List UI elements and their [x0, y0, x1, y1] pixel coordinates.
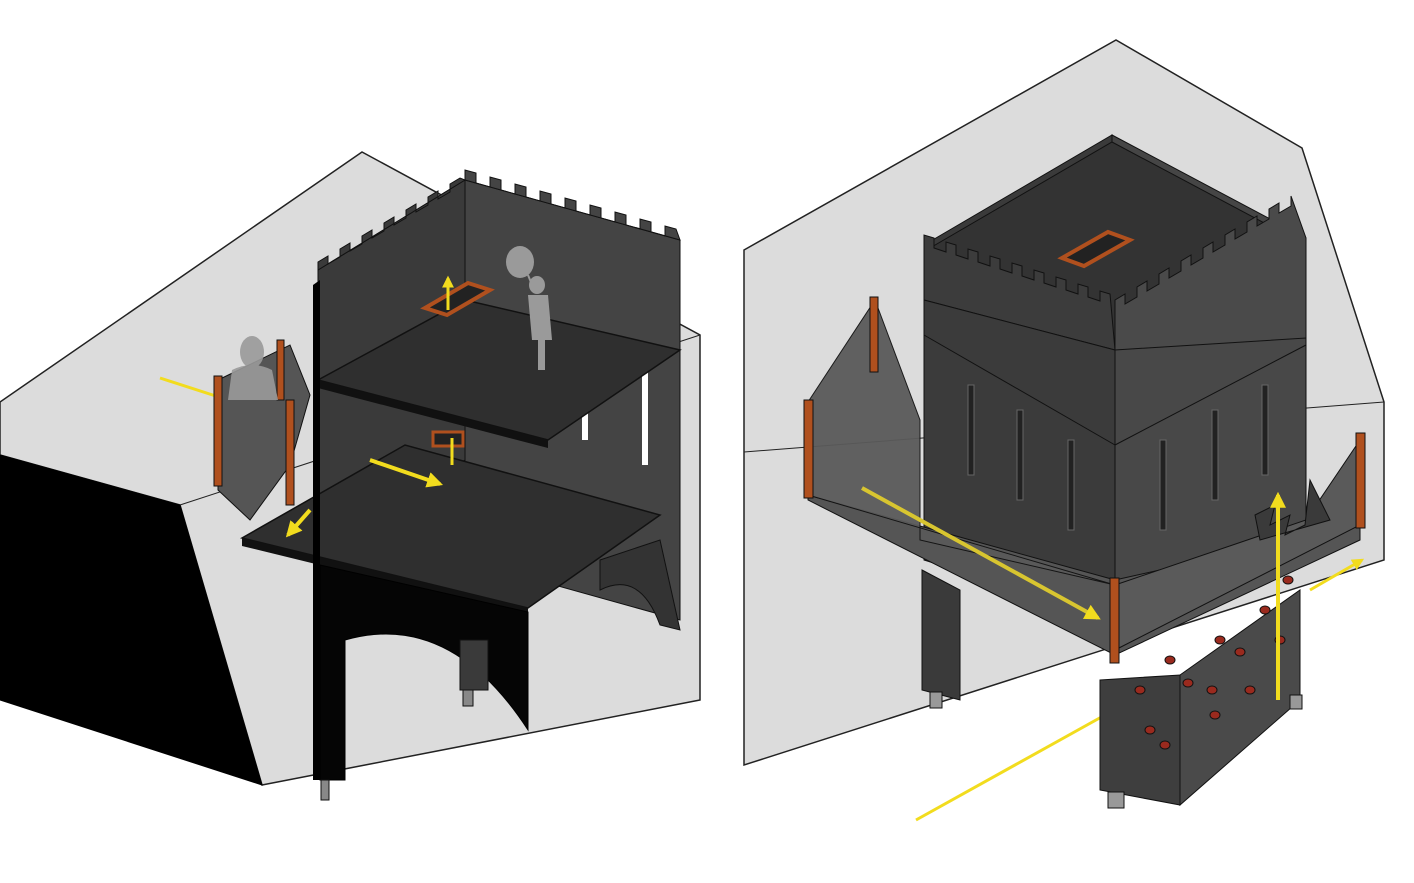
- circulation-arrow: [369, 458, 444, 488]
- timber-post: [1109, 577, 1120, 664]
- human-figure-child-with-balloon: [506, 246, 552, 370]
- crenellation-right: [464, 169, 681, 241]
- crenellation-front-left: [923, 234, 1116, 351]
- window-slit: [1261, 384, 1269, 476]
- window-slit: [1159, 439, 1167, 531]
- timber-post: [276, 339, 285, 401]
- climbing-wall-right: [1179, 589, 1301, 807]
- approach-path-arrow: [159, 376, 223, 400]
- climbing-hold: [1164, 655, 1176, 665]
- crenellation-left: [317, 177, 467, 271]
- window-slit: [1211, 409, 1219, 501]
- zigzag-stair: [1254, 478, 1331, 541]
- window-slit: [1016, 409, 1024, 501]
- exterior-view-panel: [743, 39, 1385, 822]
- timber-post: [285, 399, 295, 506]
- arched-support-wall: [319, 564, 529, 781]
- section-view-panel: [0, 151, 701, 801]
- human-figure-adult: [228, 336, 278, 400]
- left-support-pillar: [921, 569, 961, 701]
- ladder-opening: [431, 430, 465, 448]
- window-slit: [582, 405, 588, 440]
- climbing-holds: [1134, 575, 1294, 750]
- climbing-hold: [1259, 605, 1271, 615]
- climbing-hold: [1214, 635, 1226, 645]
- exit-path-arrow: [1309, 558, 1365, 592]
- timber-post: [213, 375, 223, 487]
- crenellation-front-right: [1114, 195, 1307, 351]
- wall-foot: [1289, 694, 1303, 710]
- wall-foot: [320, 779, 330, 801]
- window-slit: [642, 370, 648, 465]
- climbing-hold: [1244, 685, 1256, 695]
- window-slit: [967, 384, 975, 476]
- climbing-hold: [1182, 678, 1194, 688]
- window-slit: [1067, 439, 1075, 531]
- upper-floor-edge: [318, 380, 548, 448]
- rear-arch: [599, 539, 681, 631]
- wall-foot: [1107, 791, 1125, 809]
- roof-hatch-opening: [420, 280, 495, 318]
- climbing-hold: [1282, 575, 1294, 585]
- front-section-wall: [313, 280, 320, 780]
- climbing-hold: [1234, 647, 1246, 657]
- roof-hatch: [1057, 229, 1135, 269]
- pillar-foot: [462, 689, 474, 707]
- circulation-arrow: [285, 508, 312, 538]
- tower-band-line: [1114, 344, 1307, 446]
- support-pillar: [459, 639, 489, 691]
- timber-post: [803, 399, 814, 499]
- climbing-hold: [1206, 685, 1218, 695]
- climbing-hold: [1134, 685, 1146, 695]
- pillar-foot: [929, 691, 943, 709]
- climbing-hold: [1144, 725, 1156, 735]
- upper-floor-slab: [315, 299, 682, 441]
- climbing-hold: [1159, 740, 1171, 750]
- timber-post: [1355, 432, 1366, 529]
- approach-path-line: [915, 713, 1106, 822]
- timber-post: [869, 296, 879, 373]
- site-cut-face: [0, 454, 263, 786]
- climbing-hold: [1209, 710, 1221, 720]
- circulation-arrow: [861, 486, 1101, 620]
- tower-band-line: [923, 334, 1116, 446]
